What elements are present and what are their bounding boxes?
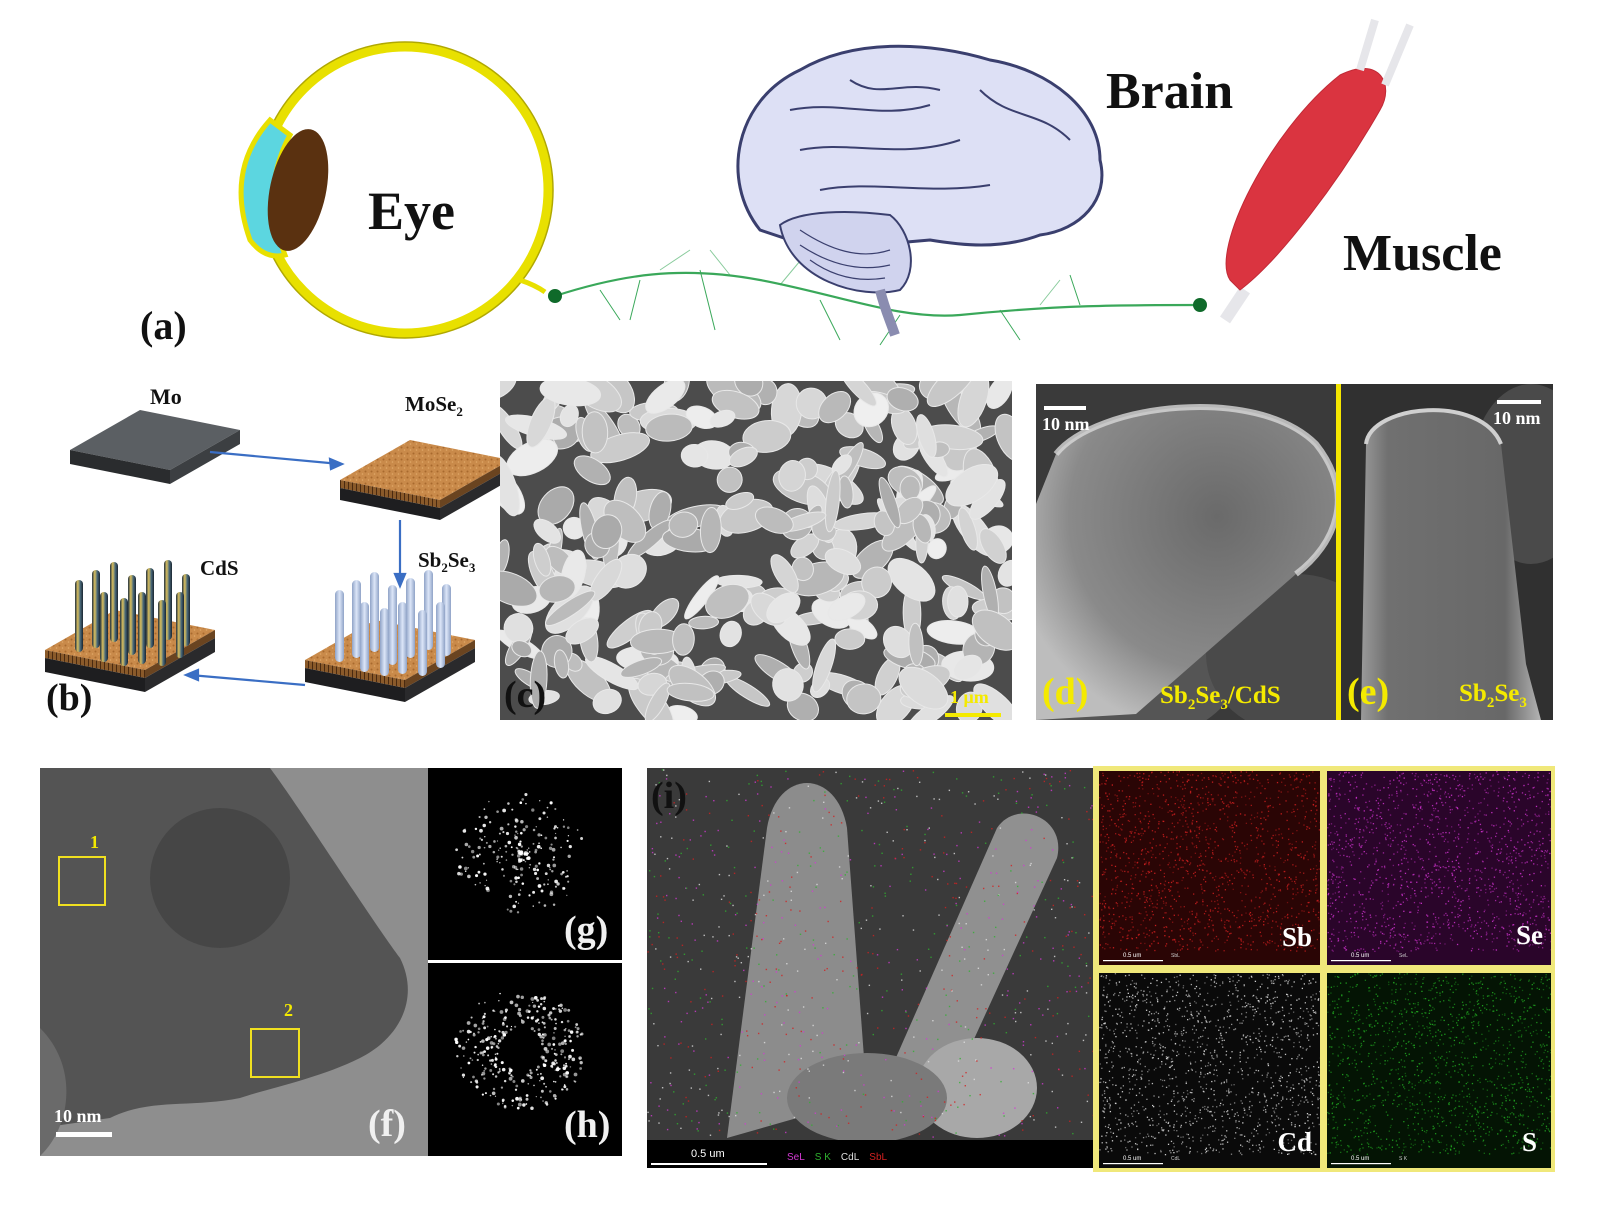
element-map-grid: 0.5 um SbL Sb 0.5 um SeL Se 0.5 um CdL Cd 0… — [1093, 766, 1555, 1172]
map-cd: 0.5 um CdL Cd — [1099, 973, 1320, 1168]
sb2se3-rod — [1341, 384, 1553, 720]
panel-b-label: (b) — [46, 677, 93, 719]
map-s: 0.5 um S K S — [1327, 973, 1551, 1168]
map-line-label: S K — [1399, 1156, 1408, 1162]
scale-label-i: 0.5 um — [691, 1148, 725, 1160]
fft-pattern-h — [454, 992, 584, 1111]
region-box-2-label: 2 — [284, 1000, 293, 1020]
sb2se3-label: Sb2Se3 — [418, 548, 476, 576]
scale-bar-c — [945, 713, 1001, 717]
region-box-1-label: 1 — [90, 832, 99, 852]
mo-substrate — [70, 410, 240, 484]
scale-bar-e — [1497, 400, 1541, 404]
panel-e-label: (e) — [1347, 671, 1390, 713]
map-line-label: SeL — [1399, 953, 1408, 959]
panel-h-label: (h) — [564, 1104, 611, 1146]
cds-label: CdS — [200, 556, 239, 580]
map-cd-label: Cd — [1277, 1127, 1312, 1157]
panel-f-label: (f) — [368, 1103, 406, 1145]
map-scale-label: 0.5 um — [1351, 1156, 1369, 1162]
map-scale-label: 0.5 um — [1351, 953, 1369, 959]
eye-label: Eye — [368, 181, 455, 241]
cds-coated-nanorod-array — [45, 560, 215, 692]
panel-d-label: (d) — [1042, 671, 1089, 713]
map-se: 0.5 um SeL Se — [1327, 771, 1551, 965]
scale-bar-f — [56, 1132, 112, 1137]
scale-label-e: 10 nm — [1493, 408, 1541, 428]
map-s-label: S — [1521, 1127, 1537, 1157]
panel-b: Mo MoSe2 Sb2Se3 CdS (b) — [40, 380, 510, 730]
sb2se3-nanorod-array — [305, 570, 475, 702]
fft-pattern-g — [455, 792, 584, 914]
panel-e-sem-image: 10 nm (e) Sb2Se3 — [1341, 384, 1553, 720]
panel-d-sem-image: 10 nm (d) Sb2Se3/CdS — [1036, 384, 1336, 720]
scale-bar-i — [651, 1163, 767, 1165]
legend-sbl: SbL — [869, 1152, 888, 1163]
map-scale-label: 0.5 um — [1123, 953, 1141, 959]
neuron-soma-left — [548, 289, 562, 303]
map-scale-label: 0.5 um — [1123, 1156, 1141, 1162]
panel-d-caption: Sb2Se3/CdS — [1160, 682, 1281, 713]
muscle-illustration — [1220, 18, 1414, 324]
scale-label-f: 10 nm — [54, 1106, 102, 1126]
region-box-1 — [58, 856, 106, 906]
eye-illustration — [238, 41, 554, 339]
mose2-label: MoSe2 — [405, 392, 463, 420]
panel-a: (a) Eye Brain Muscle — [0, 0, 1608, 370]
sem-nanorods — [500, 381, 1012, 720]
mose2-substrate — [340, 440, 510, 520]
map-se-label: Se — [1516, 920, 1543, 950]
panel-i-label: (i) — [651, 775, 687, 817]
map-line-label: SbL — [1171, 953, 1180, 959]
panel-a-label: (a) — [140, 303, 187, 348]
panel-c-label: (c) — [504, 674, 547, 716]
brain-label: Brain — [1106, 63, 1234, 120]
panel-a-illustration — [238, 18, 1414, 346]
panel-h-fft-image: (h) — [428, 963, 622, 1156]
scale-label-d: 10 nm — [1042, 414, 1090, 434]
scale-label-c: 1 μm — [950, 687, 989, 707]
brain-illustration — [736, 44, 1104, 337]
panel-g-fft-image: (g) — [428, 768, 622, 960]
process-arrows — [183, 450, 407, 687]
panel-b-schematic — [45, 410, 510, 702]
region-box-2 — [250, 1028, 300, 1078]
legend-sel: SeL — [787, 1152, 805, 1163]
g-h-divider — [428, 960, 622, 963]
panel-c-sem-image: (c) 1 μm — [500, 381, 1012, 720]
mo-label: Mo — [150, 384, 182, 409]
map-sb: 0.5 um SbL Sb — [1099, 771, 1320, 965]
panel-e-caption: Sb2Se3 — [1459, 680, 1527, 711]
panel-i-eds-overlay: (i) 0.5 um SeL S K CdL SbL — [647, 768, 1093, 1168]
panel-g-label: (g) — [564, 909, 609, 951]
legend-sk: S K — [814, 1152, 831, 1163]
muscle-label: Muscle — [1343, 225, 1502, 282]
d-e-divider — [1336, 384, 1341, 720]
eds-legend: SeL S K CdL SbL — [787, 1152, 887, 1163]
tem-particle — [40, 768, 428, 1156]
panel-f-tem-image: 1 2 10 nm (f) — [40, 768, 428, 1156]
legend-cdl: CdL — [840, 1152, 860, 1163]
neuron-soma-right — [1193, 298, 1207, 312]
eds-overlay-image — [647, 768, 1093, 1168]
map-sb-label: Sb — [1281, 922, 1312, 952]
sb2se3-cds-rod — [1036, 384, 1336, 720]
map-line-label: CdL — [1171, 1156, 1180, 1162]
scale-bar-d — [1044, 406, 1086, 410]
